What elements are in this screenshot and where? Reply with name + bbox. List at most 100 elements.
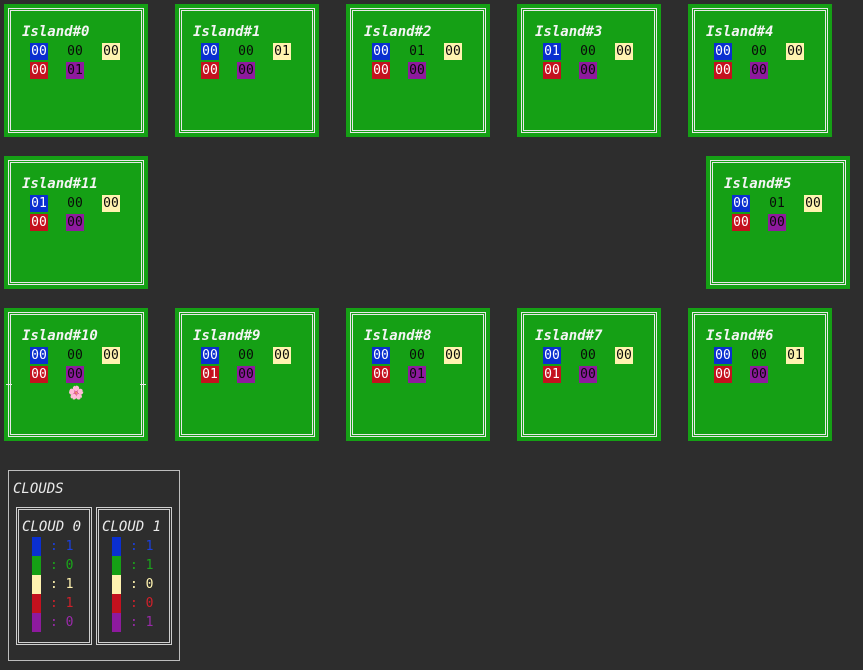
yellow-student-count: 00 [444, 43, 462, 60]
bridge-line [140, 384, 146, 385]
blue-student-count: 00 [201, 43, 219, 60]
cloud-row-green: : 1 [112, 556, 172, 575]
purple-student-count: 00 [66, 366, 84, 383]
green-student-count: 00 [750, 43, 768, 60]
yellow-student-count: 00 [102, 43, 120, 60]
green-student-count: 00 [66, 347, 84, 364]
island-title: Island#0 [22, 24, 90, 40]
purple-student-count: 00 [408, 62, 426, 79]
red-student-count: 00 [30, 214, 48, 231]
yellow-student-count: 00 [102, 347, 120, 364]
green-student-count: 00 [579, 347, 597, 364]
island-title: Island#8 [364, 328, 432, 344]
island-frame [179, 8, 315, 133]
green-student-count: 00 [750, 347, 768, 364]
island-frame [710, 160, 846, 285]
red-student-count: 00 [201, 62, 219, 79]
purple-student-count: 00 [768, 214, 786, 231]
blue-student-count: 00 [372, 43, 390, 60]
island-frame [179, 312, 315, 437]
yellow-count: : 0 [130, 577, 154, 592]
yellow-student-count: 00 [804, 195, 822, 212]
red-student-count: 00 [30, 62, 48, 79]
cloud-row-blue: : 1 [32, 537, 92, 556]
purple-student-count: 00 [579, 62, 597, 79]
yellow-student-count: 00 [444, 347, 462, 364]
island-title: Island#1 [193, 24, 261, 40]
red-student-count: 01 [201, 366, 219, 383]
clouds-title: CLOUDS [13, 481, 64, 497]
blue-student-count: 01 [30, 195, 48, 212]
red-student-count: 00 [714, 62, 732, 79]
cloud-0[interactable]: CLOUD 0: 1: 0: 1: 1: 0 [16, 507, 92, 645]
purple-student-count: 00 [750, 366, 768, 383]
bridge-line [6, 384, 12, 385]
red-student-count: 00 [732, 214, 750, 231]
purple-student-count: 01 [66, 62, 84, 79]
green-student-count: 00 [237, 43, 255, 60]
island-title: Island#3 [535, 24, 603, 40]
green-student-count: 00 [579, 43, 597, 60]
red-student-count: 00 [543, 62, 561, 79]
green-swatch [112, 556, 121, 575]
green-swatch [32, 556, 41, 575]
yellow-student-count: 00 [615, 43, 633, 60]
blue-student-count: 00 [732, 195, 750, 212]
yellow-student-count: 00 [615, 347, 633, 364]
island-title: Island#9 [193, 328, 261, 344]
island-frame [692, 8, 828, 133]
cloud-row-red: : 0 [112, 594, 172, 613]
red-student-count: 00 [372, 366, 390, 383]
purple-student-count: 00 [66, 214, 84, 231]
island-title: Island#10 [22, 328, 98, 344]
island-frame [8, 8, 144, 133]
mother-nature-flower-icon: 🌸 [68, 386, 85, 401]
island-frame [521, 312, 657, 437]
yellow-swatch [32, 575, 41, 594]
purple-swatch [112, 613, 121, 632]
blue-swatch [112, 537, 121, 556]
purple-student-count: 00 [579, 366, 597, 383]
blue-student-count: 00 [543, 347, 561, 364]
blue-count: : 1 [50, 539, 74, 554]
cloud-row-green: : 0 [32, 556, 92, 575]
cloud-title: CLOUD 0 [22, 519, 82, 535]
red-count: : 1 [50, 596, 74, 611]
blue-student-count: 00 [714, 347, 732, 364]
purple-count: : 0 [50, 615, 74, 630]
cloud-row-purple: : 1 [112, 613, 172, 632]
island-frame [8, 312, 144, 437]
blue-student-count: 00 [201, 347, 219, 364]
blue-student-count: 00 [372, 347, 390, 364]
cloud-row-red: : 1 [32, 594, 92, 613]
red-student-count: 00 [714, 366, 732, 383]
green-count: : 1 [130, 558, 154, 573]
cloud-1[interactable]: CLOUD 1: 1: 1: 0: 0: 1 [96, 507, 172, 645]
green-student-count: 00 [237, 347, 255, 364]
island-title: Island#2 [364, 24, 432, 40]
island-title: Island#4 [706, 24, 774, 40]
island-title: Island#6 [706, 328, 774, 344]
island-frame [692, 312, 828, 437]
island-frame [8, 160, 144, 285]
island-frame [521, 8, 657, 133]
yellow-student-count: 00 [786, 43, 804, 60]
purple-student-count: 01 [408, 366, 426, 383]
red-swatch [112, 594, 121, 613]
yellow-student-count: 00 [102, 195, 120, 212]
blue-swatch [32, 537, 41, 556]
yellow-swatch [112, 575, 121, 594]
